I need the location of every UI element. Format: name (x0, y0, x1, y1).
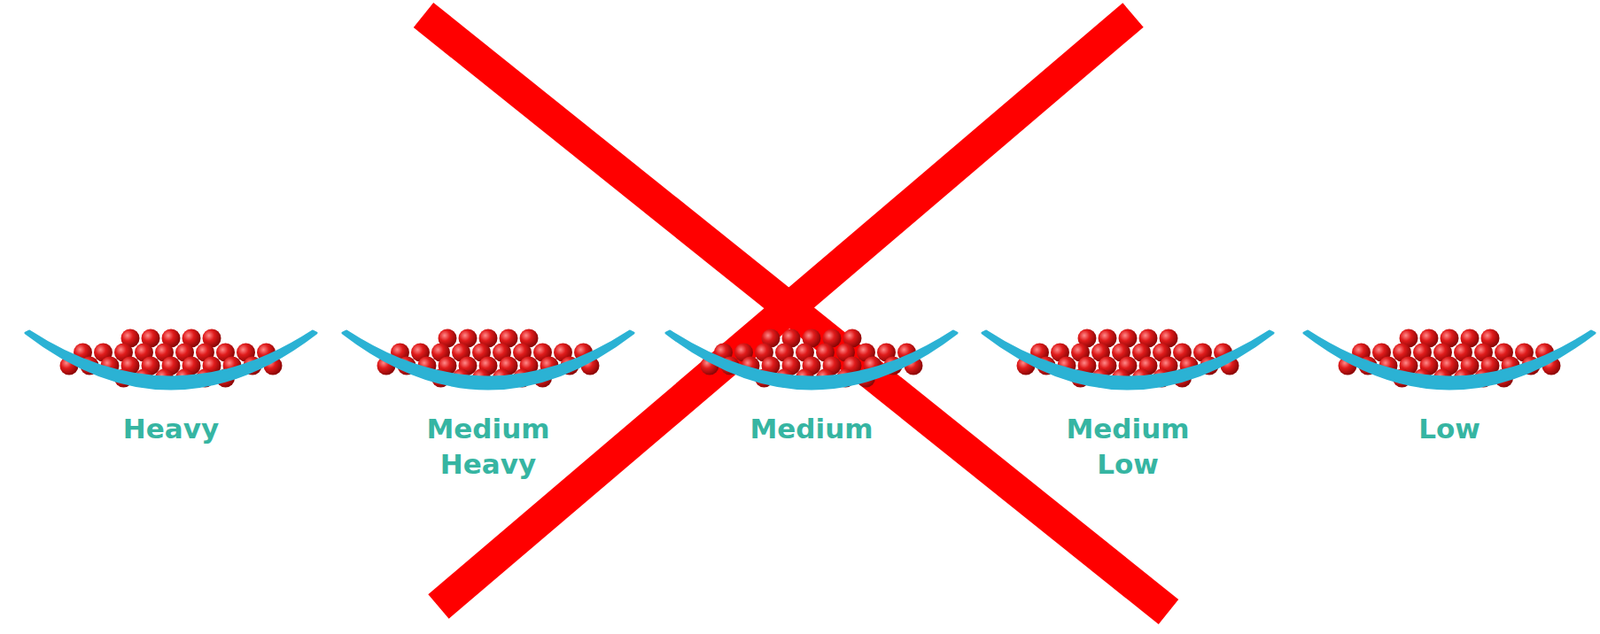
bowl-node: Medium Heavy (337, 318, 639, 482)
bowl-shape (25, 331, 317, 389)
bowl-illustration (977, 318, 1279, 412)
bowl-shape (342, 331, 634, 389)
bowl-illustration (660, 318, 963, 412)
bowl-shape (982, 331, 1274, 389)
level-label: Medium (731, 411, 892, 447)
level-label: Low (1369, 411, 1530, 447)
bowl-node: Medium (660, 318, 963, 447)
bowl-shape (1304, 331, 1595, 389)
bowl-illustration (337, 318, 639, 412)
cross-stroke (423, 15, 1169, 613)
cross-stroke (438, 15, 1134, 607)
bowl-node: Heavy (20, 318, 322, 447)
bowl-illustration (1298, 318, 1600, 412)
bowl-shape (666, 331, 957, 389)
level-label: Heavy (91, 411, 251, 447)
level-label: Medium Low (1048, 411, 1208, 482)
level-label: Medium Heavy (408, 411, 568, 482)
bowl-node: Low (1298, 318, 1600, 447)
bowl-illustration (20, 318, 322, 412)
bowl-node: Medium Low (977, 318, 1279, 482)
